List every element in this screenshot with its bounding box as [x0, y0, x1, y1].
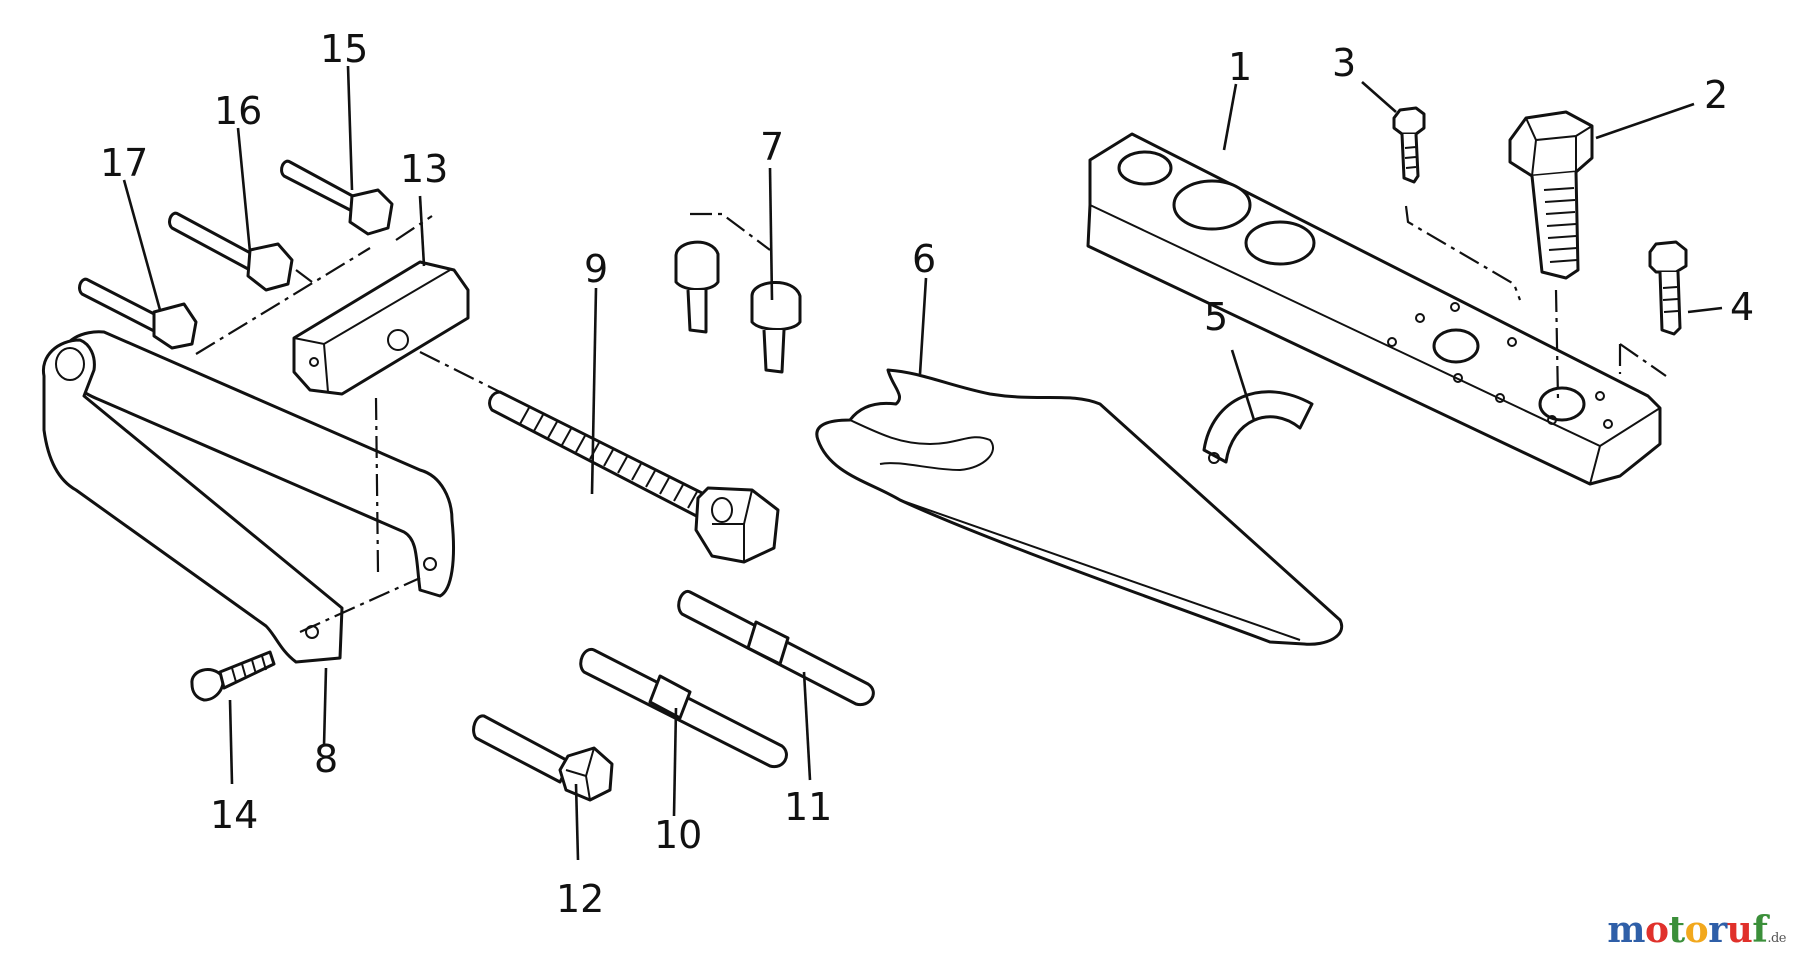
part-12-bolt — [472, 714, 614, 802]
label-part-4: 4 — [1730, 285, 1754, 329]
leader-lines — [122, 65, 1723, 861]
watermark-letter-o2: o — [1684, 909, 1709, 951]
watermark-logo: motoruf.de — [1607, 909, 1786, 951]
watermark-letter-u: u — [1726, 909, 1753, 951]
part-1-plate — [1086, 132, 1662, 486]
watermark-letter-f: f — [1752, 909, 1768, 951]
part-14-screw — [190, 650, 276, 702]
part-13-block — [292, 260, 470, 396]
part-8-bracket — [41, 330, 455, 664]
watermark-letter-m: m — [1607, 909, 1646, 951]
watermark-letter-t: t — [1668, 909, 1686, 951]
part-15-pin — [280, 159, 394, 236]
label-part-17: 17 — [100, 141, 148, 185]
label-part-6: 6 — [912, 237, 936, 281]
part-6-wrench — [815, 368, 1344, 646]
label-part-16: 16 — [214, 89, 262, 133]
watermark-letter-r: r — [1708, 909, 1727, 951]
label-part-1: 1 — [1228, 45, 1252, 89]
label-part-14: 14 — [210, 793, 258, 837]
part-labels: 1 2 3 4 5 6 7 8 9 10 11 12 13 14 15 16 1… — [100, 27, 1754, 921]
label-part-12: 12 — [556, 877, 604, 921]
label-part-8: 8 — [314, 737, 338, 781]
part-17-pin — [78, 277, 198, 350]
part-5-bearing-shell — [1202, 390, 1314, 464]
part-16-pin — [168, 211, 294, 292]
part-9-threaded-rod — [488, 390, 780, 564]
label-part-13: 13 — [400, 147, 448, 191]
part-4-bolt — [1648, 240, 1688, 336]
label-part-2: 2 — [1704, 73, 1728, 117]
part-7-bolts — [674, 240, 802, 374]
label-part-3: 3 — [1332, 41, 1356, 85]
part-10-pin — [579, 647, 788, 769]
part-2-hex-bolt — [1508, 110, 1594, 280]
assembly-lines — [195, 205, 1667, 634]
part-11-pin — [677, 589, 875, 707]
label-part-15: 15 — [320, 27, 368, 71]
label-part-5: 5 — [1204, 295, 1228, 339]
label-part-11: 11 — [784, 785, 832, 829]
watermark-suffix: .de — [1767, 931, 1786, 946]
part-3-small-bolt — [1392, 106, 1426, 184]
watermark-letter-o: o — [1645, 909, 1669, 951]
label-part-7: 7 — [760, 125, 784, 169]
label-part-9: 9 — [584, 247, 608, 291]
label-part-10: 10 — [654, 813, 702, 857]
